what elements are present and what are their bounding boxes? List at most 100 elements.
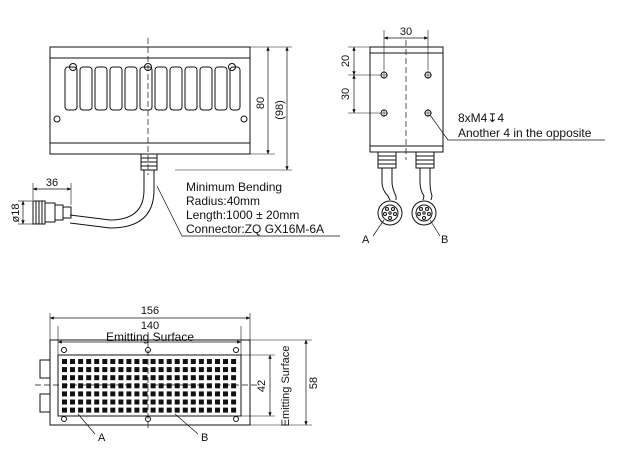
bottom-body [49, 339, 251, 426]
led-chip [182, 367, 188, 373]
led-chip [174, 383, 180, 389]
connector-plug [32, 200, 72, 225]
led-chip [190, 391, 196, 397]
led-chip [126, 383, 132, 389]
mounting-holes [380, 71, 432, 117]
note-connector: Connector:ZQ GX16M-6A [186, 222, 324, 236]
led-chip [102, 375, 108, 381]
led-chip [134, 407, 140, 413]
led-chip [215, 375, 220, 381]
led-chip [94, 367, 100, 373]
led-chip [231, 375, 237, 381]
led-chip [198, 367, 204, 373]
dim-height-ref: (98) [274, 100, 286, 120]
led-chip [118, 391, 124, 397]
led-chip [150, 375, 156, 381]
led-chip [110, 359, 116, 364]
led-chip [142, 399, 148, 405]
led-chip [126, 399, 132, 405]
led-chip [190, 359, 196, 364]
dim-emitting-width: 140 [141, 320, 159, 332]
led-chip [94, 359, 100, 364]
dim-emitting-height: 42 [256, 380, 268, 392]
side-view-labels: 30 20 30 8xM4↧4 Another 4 in the opposit… [340, 26, 592, 246]
led-chip [206, 375, 212, 381]
led-chip [190, 399, 196, 405]
led-chip [198, 391, 204, 397]
led-chip [215, 367, 220, 373]
label-b: B [201, 432, 208, 444]
bottom-view [35, 313, 312, 435]
led-chip [231, 359, 237, 364]
led-chip [102, 367, 108, 373]
led-chip [150, 407, 156, 413]
led-chip [118, 399, 124, 405]
led-chip [62, 407, 67, 413]
led-chip [142, 359, 148, 364]
led-chip [78, 367, 84, 373]
connector-face-a [377, 200, 403, 226]
led-chip [70, 391, 75, 397]
led-chip [142, 367, 148, 373]
led-chip [126, 359, 132, 364]
led-chip [78, 383, 84, 389]
led-chip [70, 383, 75, 389]
connector-face-b [411, 200, 437, 226]
led-chip [174, 367, 180, 373]
led-chip [110, 383, 116, 389]
led-chip [166, 383, 172, 389]
led-chip [182, 391, 188, 397]
dim-connector-diameter: ø18 [10, 204, 22, 223]
led-chip [134, 383, 140, 389]
led-chip [86, 391, 92, 397]
led-chip [110, 407, 116, 413]
led-chip [78, 359, 84, 364]
led-chip [134, 399, 140, 405]
led-chip [190, 407, 196, 413]
led-chip [94, 407, 100, 413]
led-chip [134, 375, 140, 381]
led-chip [158, 407, 164, 413]
led-chip [70, 367, 75, 373]
led-chip [190, 375, 196, 381]
led-chip [70, 407, 75, 413]
note-length: Length:1000 ± 20mm [186, 208, 299, 222]
dim-side-spacing-top: 20 [340, 55, 352, 67]
note-threads: 8xM4↧4 [458, 111, 504, 125]
led-chip [110, 391, 116, 397]
led-chip [62, 375, 67, 381]
led-chip [215, 383, 220, 389]
label-emitting-surface-v: Emitting Surface [280, 346, 292, 427]
led-chip [158, 391, 164, 397]
led-chip [190, 383, 196, 389]
led-chip [182, 359, 188, 364]
led-chip [142, 383, 148, 389]
led-chip [118, 375, 124, 381]
side-body [369, 46, 444, 153]
led-chip [78, 407, 84, 413]
callout-b: B [441, 234, 448, 246]
led-chip [126, 375, 132, 381]
side-view [348, 30, 605, 237]
led-chip [206, 407, 212, 413]
led-chip [231, 399, 237, 405]
led-chip [126, 391, 132, 397]
bottom-view-labels: 156 140 Emitting Surface 42 Emitting Sur… [98, 305, 320, 444]
led-chip [215, 399, 220, 405]
led-chip [182, 375, 188, 381]
led-chip [102, 407, 108, 413]
dim-connector-length: 36 [46, 177, 58, 189]
led-chip [150, 367, 156, 373]
led-chip [231, 391, 237, 397]
note-bending: Minimum Bending [186, 180, 282, 194]
led-chip [223, 367, 228, 373]
led-chip [62, 359, 67, 364]
led-chip [102, 399, 108, 405]
led-chip [206, 399, 212, 405]
led-chip [86, 375, 92, 381]
led-chip [182, 407, 188, 413]
led-chip [158, 383, 164, 389]
led-chip [166, 391, 172, 397]
led-chip [231, 383, 237, 389]
